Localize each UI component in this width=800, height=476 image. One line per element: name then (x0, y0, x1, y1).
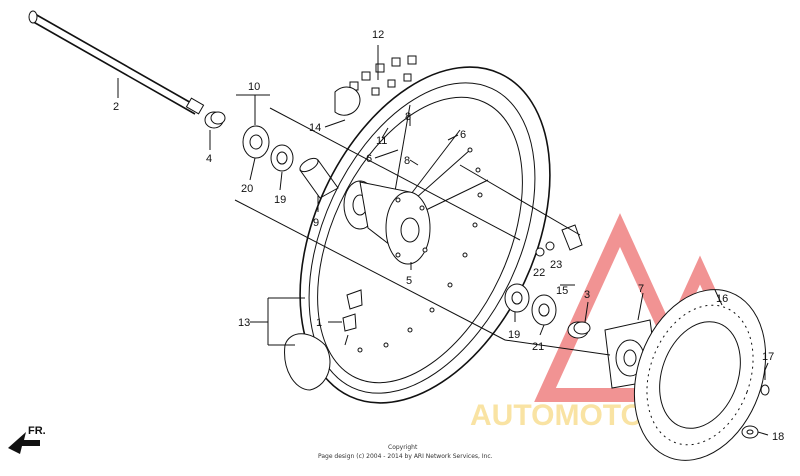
label-part-1: 1 (316, 317, 322, 329)
label-part-6-right: 6 (460, 129, 466, 141)
label-part-4: 4 (206, 153, 212, 165)
label-part-8-upper: 8 (405, 111, 411, 123)
label-part-19-left: 19 (274, 194, 286, 206)
copyright-line-1: Copyright (388, 444, 418, 451)
label-part-9: 9 (313, 217, 319, 229)
disc-bolt (760, 368, 770, 396)
wheel-hub (343, 180, 431, 265)
leader-lines (117, 45, 769, 436)
distance-collar (299, 157, 339, 199)
label-part-3: 3 (584, 289, 590, 301)
axle (28, 10, 205, 115)
bearing-left (270, 144, 294, 172)
wheel-assembly (284, 55, 551, 404)
copyright-line-2: Page design (c) 2004 - 2014 by ARI Netwo… (318, 453, 493, 460)
label-part-8-lower: 8 (404, 155, 410, 167)
brake-disc (633, 289, 767, 461)
label-part-2: 2 (113, 101, 119, 113)
dust-seal-left (242, 125, 270, 159)
label-part-17: 17 (762, 351, 774, 363)
label-part-13: 13 (238, 317, 250, 329)
bearing-right (504, 283, 530, 313)
label-part-15: 15 (556, 285, 568, 297)
label-part-18: 18 (772, 431, 784, 443)
label-part-12: 12 (372, 29, 384, 41)
label-part-5: 5 (406, 275, 412, 287)
label-part-20: 20 (241, 183, 253, 195)
label-part-19-right: 19 (508, 329, 520, 341)
label-part-11: 11 (376, 135, 387, 147)
lock-washer-parts (535, 224, 583, 257)
label-part-21: 21 (532, 341, 544, 353)
axle-collar (204, 111, 226, 129)
valve-parts (342, 289, 363, 346)
label-part-7: 7 (638, 283, 644, 295)
label-part-14: 14 (309, 122, 321, 134)
side-collar (567, 321, 591, 339)
label-part-23: 23 (550, 259, 562, 271)
label-part-10: 10 (248, 81, 260, 93)
label-part-16: 16 (716, 293, 728, 305)
dust-seal-right (531, 294, 557, 326)
front-arrow-icon (8, 432, 40, 454)
label-part-6-left: 6 (366, 153, 372, 165)
front-indicator-label: FR. (28, 425, 46, 437)
disc-nut (741, 425, 759, 439)
label-part-22: 22 (533, 267, 545, 279)
